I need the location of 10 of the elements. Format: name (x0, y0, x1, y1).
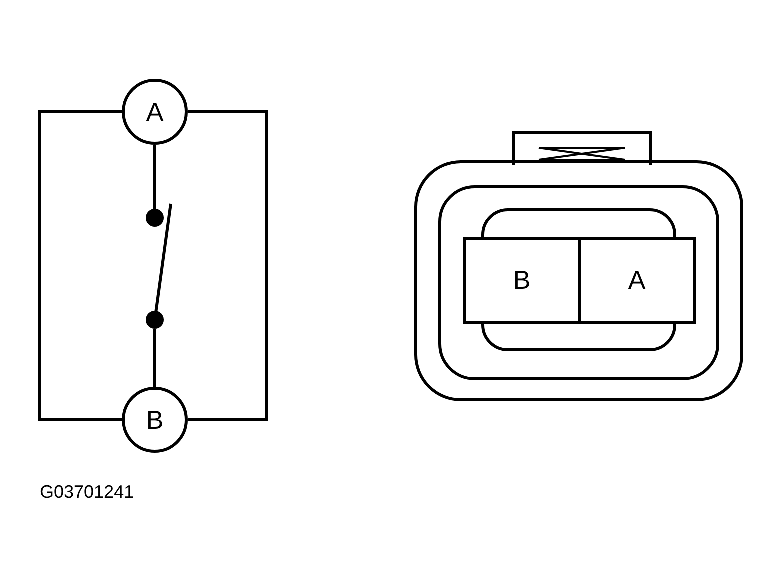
terminal-circle: A (122, 79, 188, 145)
wire (188, 110, 268, 422)
terminal-cavity: A (578, 237, 696, 324)
terminal-circle: B (122, 387, 188, 453)
terminal-cavity: B (463, 237, 581, 324)
wire (154, 145, 156, 209)
wire (154, 329, 156, 387)
figure-code: G03701241 (40, 482, 134, 503)
connector-housing-drawing (415, 130, 743, 402)
wire (38, 110, 122, 422)
